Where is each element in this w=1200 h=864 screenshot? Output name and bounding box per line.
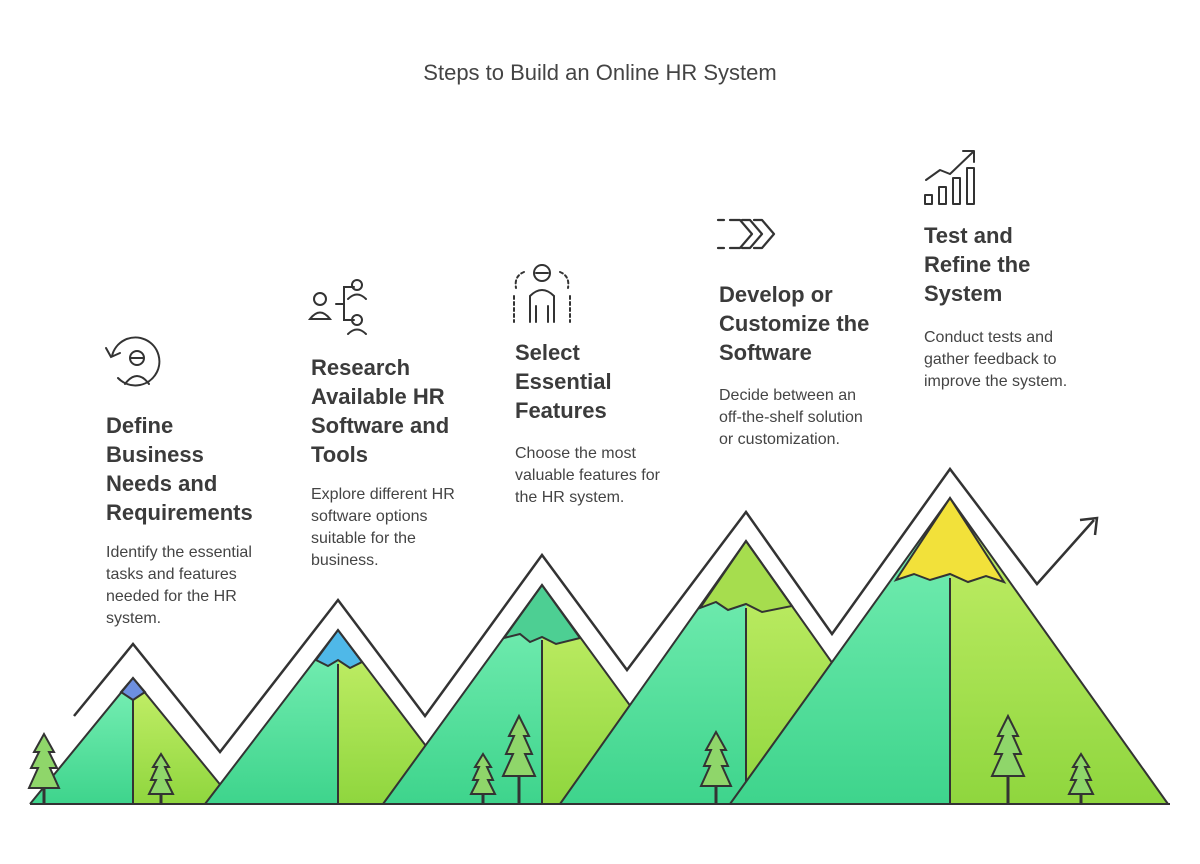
mountain-4-peak <box>697 539 794 614</box>
tree <box>147 752 175 804</box>
step-1-description: Identify the essential tasks and feature… <box>106 544 252 627</box>
mountain-1 <box>29 676 237 805</box>
mountain-5-peak <box>893 496 1007 584</box>
step-3-description: Choose the most valuable features for th… <box>515 445 660 506</box>
tree <box>27 731 61 804</box>
tree <box>501 713 537 804</box>
diagram-title: Steps to Build an Online HR System <box>423 60 777 85</box>
org-chart-icon <box>307 279 367 335</box>
tree <box>1067 752 1095 804</box>
tree <box>699 729 733 804</box>
step-4-description: Decide between an off-the-shelf solution… <box>719 387 863 448</box>
path-arrowhead <box>1079 516 1099 536</box>
mountain-3-peak <box>501 583 582 646</box>
step-5-description: Conduct tests and gather feedback to imp… <box>924 329 1068 390</box>
step-5-title: Test and Refine the System <box>924 223 1031 306</box>
person-refresh-icon <box>105 336 161 387</box>
forward-arrows-icon <box>716 218 776 250</box>
step-2-description: Explore different HR software options su… <box>311 486 455 569</box>
tree <box>990 713 1026 804</box>
growth-chart-icon <box>924 150 975 205</box>
tree <box>469 752 497 804</box>
step-2-title: Research Available HR Software and Tools <box>311 355 450 467</box>
step-1-title: Define Business Needs and Requirements <box>106 413 253 525</box>
step-3-title: Select Essential Features <box>515 340 612 423</box>
step-4-title: Develop or Customize the Software <box>719 282 870 365</box>
progress-path <box>73 466 1099 755</box>
person-selection-icon <box>513 264 571 323</box>
